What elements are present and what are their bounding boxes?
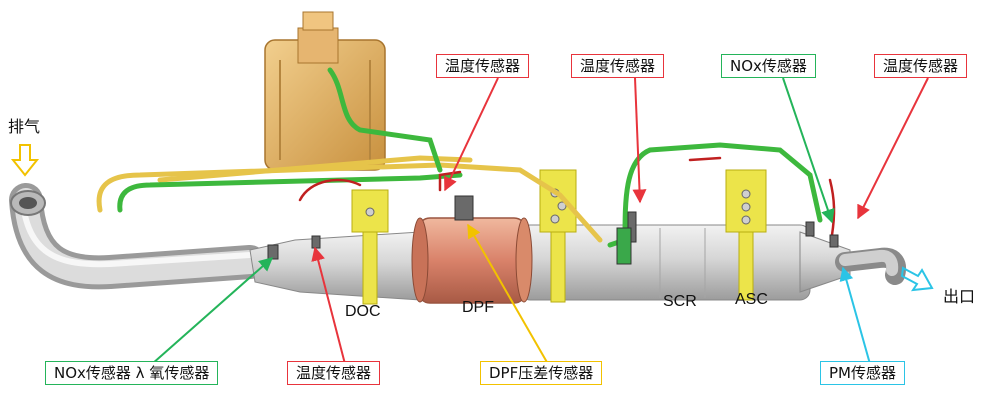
yellow-tubes (96, 155, 603, 243)
dpf-section (411, 217, 533, 304)
component-label-doc: DOC (345, 303, 381, 320)
callout-temp-dpf-in: 温度传感器 (436, 54, 530, 78)
outlet-label: 出口 (943, 287, 976, 306)
callout-pointers (151, 77, 929, 365)
dosing-unit (264, 11, 386, 171)
callout-pm: PM传感器 (820, 361, 905, 385)
callout-nox-lambda-in: NOx传感器 λ 氧传感器 (45, 361, 219, 385)
component-label-dpf: DPF (462, 299, 494, 316)
outlet-elbow (835, 247, 907, 285)
sensor-bodies (267, 195, 839, 265)
callout-temp-out: 温度传感器 (874, 54, 968, 78)
inlet-arrow-icon (10, 144, 40, 177)
inlet-label: 排气 (8, 117, 41, 136)
callout-temp-doc-in: 温度传感器 (287, 361, 381, 385)
callout-dpf-dp: DPF压差传感器 (480, 361, 603, 385)
component-label-asc: ASC (735, 291, 768, 308)
callout-temp-scr: 温度传感器 (571, 54, 665, 78)
inlet-pipe (9, 183, 267, 290)
component-label-scr: SCR (663, 293, 697, 310)
callout-nox-out: NOx传感器 (721, 54, 816, 78)
outlet-arrow-icon (900, 266, 934, 292)
main-canister (249, 224, 851, 301)
